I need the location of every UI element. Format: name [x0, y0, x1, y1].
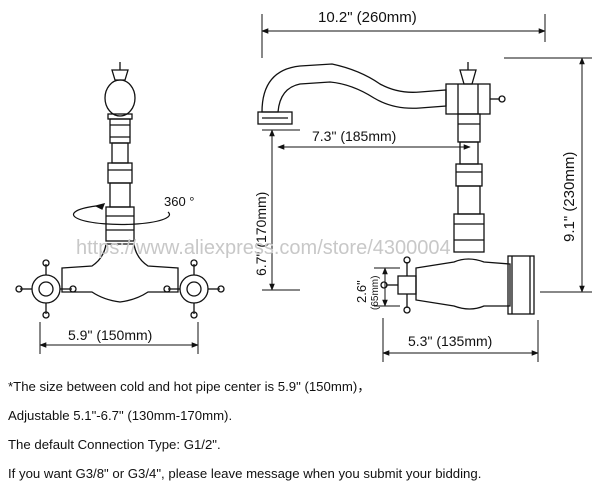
spout-reach-dimension	[261, 14, 546, 58]
outlet-height-dimension	[374, 267, 400, 307]
pipe-center-dimension	[39, 322, 199, 354]
store-watermark: https://www.aliexpress.com/store/4300004	[76, 237, 451, 259]
pipe-center-label: 5.9" (150mm)	[68, 327, 152, 343]
note-pipe-center: *The size between cold and hot pipe cent…	[8, 379, 371, 394]
note-connection-type: The default Connection Type: G1/2".	[8, 437, 221, 452]
front-view-faucet	[15, 62, 225, 319]
outlet-height-label: 2.6"	[354, 280, 369, 303]
wall-depth-label: 5.3" (135mm)	[408, 333, 492, 349]
note-custom-connection: If you want G3/8" or G3/4", please leave…	[8, 466, 482, 481]
total-height-dimension	[504, 57, 592, 293]
total-height-label: 9.1" (230mm)	[561, 152, 578, 242]
rotation-label: 360 °	[164, 194, 195, 209]
note-adjustable: Adjustable 5.1"-6.7" (130mm-170mm).	[8, 408, 233, 423]
spec-notes: *The size between cold and hot pipe cent…	[8, 372, 596, 488]
faucet-dimension-diagram: 360 ° 5.9" (150mm)	[15, 9, 592, 362]
side-view-faucet	[257, 62, 535, 315]
height-upper-dimension	[262, 129, 300, 291]
spout-inner-label: 7.3" (185mm)	[312, 128, 396, 144]
wall-depth-dimension	[382, 318, 539, 362]
outlet-height-mm-label: (65mm)	[370, 276, 381, 310]
height-upper-label: 6.7" (170mm)	[253, 192, 269, 276]
spout-reach-label: 10.2" (260mm)	[318, 9, 417, 26]
